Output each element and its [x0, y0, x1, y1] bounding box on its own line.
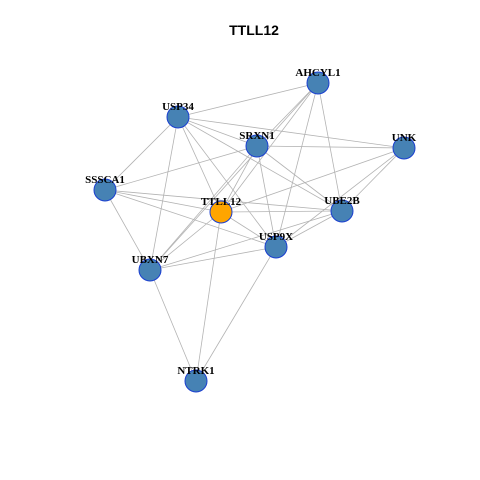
edge-ube2b-usp9x [275, 210, 343, 248]
edge-srxn1-ubxn7 [149, 145, 258, 271]
node-ubxn7 [138, 258, 162, 282]
edge-usp34-sssca1 [104, 116, 179, 191]
edge-usp34-unk [177, 116, 405, 149]
node-ube2b [330, 199, 354, 223]
edge-ahcyl1-ttll12 [220, 82, 319, 213]
edge-usp9x-ntrk1 [195, 246, 277, 382]
node-label-ube2b: UBE2B [324, 195, 360, 207]
edge-ube2b-ubxn7 [149, 210, 343, 271]
edge-srxn1-unk [256, 145, 405, 149]
edge-unk-ttll12 [220, 147, 405, 213]
edge-ubxn7-ntrk1 [149, 269, 197, 382]
edge-usp34-srxn1 [177, 116, 258, 147]
node-ntrk1 [184, 369, 208, 393]
edge-sssca1-usp9x [104, 189, 277, 248]
edge-unk-usp9x [275, 147, 405, 248]
node-label-unk: UNK [392, 132, 417, 144]
node-usp34 [166, 105, 190, 129]
node-layer [93, 71, 416, 393]
node-usp9x [264, 235, 288, 259]
edge-layer [104, 82, 405, 382]
edge-sssca1-ubxn7 [104, 189, 151, 271]
node-srxn1 [245, 134, 269, 158]
edge-ttll12-ntrk1 [195, 211, 222, 382]
edge-usp34-ubxn7 [149, 116, 179, 271]
edge-srxn1-sssca1 [104, 145, 258, 191]
edge-usp34-usp9x [177, 116, 277, 248]
node-label-sssca1: SSSCA1 [85, 174, 125, 186]
node-unk [392, 136, 416, 160]
node-label-ubxn7: UBXN7 [132, 254, 169, 266]
node-sssca1 [93, 178, 117, 202]
node-label-ntrk1: NTRK1 [177, 365, 214, 377]
node-ahcyl1 [306, 71, 330, 95]
edge-sssca1-ube2b [104, 189, 343, 212]
node-label-usp34: USP34 [162, 101, 194, 113]
edge-ttll12-ube2b [220, 210, 343, 213]
edge-unk-ube2b [341, 147, 405, 212]
node-label-ttll12: TTLL12 [201, 196, 242, 208]
node-label-srxn1: SRXN1 [239, 130, 274, 142]
node-ttll12 [209, 200, 233, 224]
edge-ahcyl1-ubxn7 [149, 82, 319, 271]
edge-ahcyl1-srxn1 [256, 82, 319, 147]
node-label-ahcyl1: AHCYL1 [295, 67, 340, 79]
edge-ttll12-ubxn7 [149, 211, 222, 271]
edge-sssca1-ttll12 [104, 189, 222, 213]
edge-usp9x-ubxn7 [149, 246, 277, 271]
edge-usp34-ahcyl1 [177, 82, 319, 118]
figure-title: TTLL12 [229, 22, 279, 38]
node-label-usp9x: USP9X [259, 231, 293, 243]
edge-srxn1-ube2b [256, 145, 343, 212]
edge-ahcyl1-usp9x [275, 82, 319, 248]
